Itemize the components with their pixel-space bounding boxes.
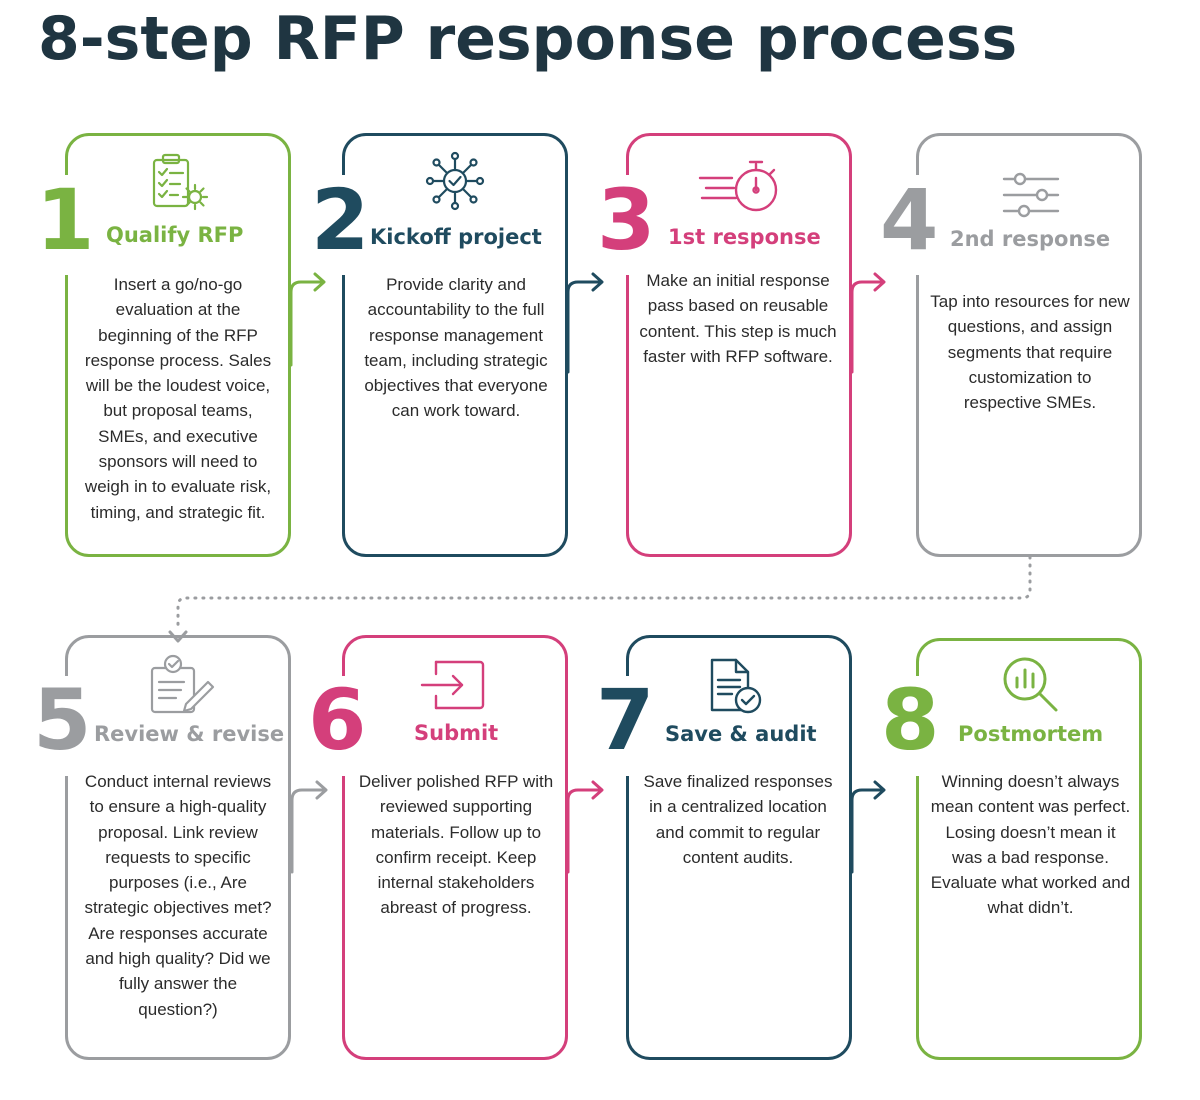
- step-description-8: Winning doesn’t always mean content was …: [930, 772, 1131, 918]
- connector-arrow-4-5-head: [168, 630, 188, 643]
- step-title-5: Review & revise: [90, 722, 289, 746]
- clipboard-pencil-icon: [148, 654, 218, 720]
- step-title-7: Save & audit: [661, 722, 821, 746]
- step-title-6: Submit: [410, 721, 503, 745]
- magnifier-chart-icon: [1000, 654, 1062, 720]
- step-number-3: 3: [597, 171, 656, 269]
- step-card-8: [916, 638, 1142, 1060]
- step-description-7: Save finalized responses in a centralize…: [643, 772, 833, 867]
- network-check-icon: [424, 150, 486, 216]
- step-title-3: 1st response: [664, 225, 825, 249]
- step-title-2: Kickoff project: [366, 225, 546, 249]
- step-number-6: 6: [308, 671, 367, 769]
- connector-dotted-4-5: [176, 555, 1032, 632]
- page-title: 8-step RFP response process: [38, 4, 1018, 74]
- connector-arrow-5-6: [290, 780, 328, 874]
- step-title-4: 2nd response: [946, 227, 1115, 251]
- step-card-1: [65, 133, 291, 557]
- connector-arrow-3-4: [850, 272, 886, 374]
- connector-arrow-6-7: [566, 780, 604, 874]
- step-title-1: Qualify RFP: [102, 223, 248, 247]
- connector-arrow-1-2: [289, 272, 326, 367]
- step-description-2: Provide clarity and accountability to th…: [364, 275, 548, 421]
- step-number-7: 7: [596, 671, 655, 769]
- clipboard-gear-icon: [150, 152, 210, 216]
- submit-arrow-icon: [418, 656, 488, 718]
- sliders-icon: [1000, 170, 1062, 224]
- stopwatch-speed-icon: [698, 156, 782, 218]
- step-number-1: 1: [36, 171, 95, 269]
- step-description-3: Make an initial response pass based on r…: [639, 271, 837, 366]
- step-card-5: [65, 635, 291, 1060]
- connector-arrow-7-8: [850, 780, 886, 874]
- step-description-6: Deliver polished RFP with reviewed suppo…: [358, 772, 554, 918]
- step-number-5: 5: [33, 671, 92, 769]
- connector-arrow-2-3: [566, 272, 604, 374]
- document-check-icon: [706, 656, 768, 722]
- step-description-5: Conduct internal reviews to ensure a hig…: [84, 772, 272, 1019]
- step-number-2: 2: [311, 171, 370, 269]
- step-description-1: Insert a go/no-go evaluation at the begi…: [84, 275, 272, 522]
- step-number-8: 8: [881, 671, 940, 769]
- step-number-4: 4: [880, 171, 939, 269]
- step-card-4: [916, 133, 1142, 557]
- step-description-4: Tap into resources for new questions, an…: [930, 292, 1130, 413]
- step-title-8: Postmortem: [954, 722, 1108, 746]
